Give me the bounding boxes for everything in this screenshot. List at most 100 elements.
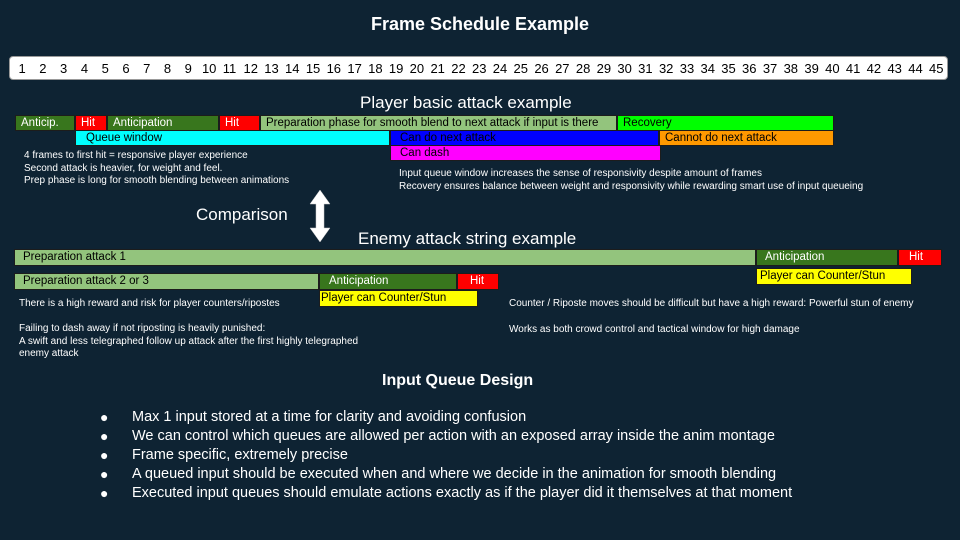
frame-number: 24: [492, 61, 508, 76]
frame-number: 29: [596, 61, 612, 76]
player-heading: Player basic attack example: [360, 93, 572, 112]
queue-bullet-list: ● Max 1 input stored at a time for clarit…: [100, 408, 792, 503]
list-item: ● Frame specific, extremely precise: [100, 446, 792, 465]
frame-number: 22: [451, 61, 466, 76]
frame-number: 6: [122, 61, 130, 76]
double-arrow-icon: [309, 189, 331, 243]
frame-number: 42: [866, 61, 882, 76]
bullet-icon: ●: [100, 409, 109, 425]
enemy-note-line: Failing to dash away if not riposting is…: [19, 323, 266, 334]
frame-number: 5: [101, 61, 109, 76]
list-item: ● Executed input queues should emulate ac…: [100, 484, 792, 503]
frame-number: 31: [638, 61, 653, 76]
player-hit-bar-2: Hit: [219, 115, 260, 131]
frame-number: 2: [39, 61, 47, 76]
frame-number: 8: [163, 61, 172, 76]
list-item: ● We can control which queues are allowed…: [100, 427, 792, 446]
frame-number: 23: [472, 61, 487, 76]
frame-number: 36: [742, 61, 757, 76]
queue-heading: Input Queue Design: [382, 372, 534, 389]
bullet-text: Executed input queues should emulate act…: [132, 485, 793, 501]
player-anticip-bar: Anticip.: [15, 115, 75, 131]
enemy-heading: Enemy attack string example: [358, 229, 577, 248]
enemy-note-line: A swift and less telegraphed follow up a…: [19, 335, 359, 347]
frame-number: 18: [368, 61, 383, 76]
bullet-text: We can control which queues are allowed …: [132, 428, 775, 444]
frame-number: 33: [679, 61, 695, 76]
bullet-icon: ●: [100, 485, 109, 501]
frame-number: 16: [326, 61, 342, 76]
frame-number: 13: [264, 61, 279, 76]
frame-number: 45: [929, 61, 944, 76]
enemy-anticipation-bar-1: Anticipation: [756, 249, 898, 266]
player-recovery-bar: Recovery: [617, 115, 834, 131]
player-queue-window-bar: Queue window: [75, 130, 390, 146]
enemy-note-riposte: Counter / Riposte moves should be diffic…: [509, 298, 914, 309]
bullet-text: Frame specific, extremely precise: [132, 447, 348, 463]
player-note-line: Input queue window increases the sense o…: [399, 168, 762, 179]
frame-number: 27: [555, 61, 570, 76]
list-item: ● Max 1 input stored at a time for clarit…: [100, 408, 792, 427]
frame-number: 30: [617, 61, 632, 76]
enemy-counter-window-1: Player can Counter/Stun: [756, 268, 912, 285]
player-cannot-next-attack-bar: Cannot do next attack: [659, 130, 834, 146]
bullet-icon: ●: [100, 447, 109, 463]
player-notes-left: 4 frames to first hit = responsive playe…: [24, 150, 289, 188]
frame-number: 12: [243, 61, 258, 76]
frame-number: 11: [222, 61, 237, 76]
player-note-line: Prep phase is long for smooth blending b…: [24, 175, 290, 186]
player-preparation-bar: Preparation phase for smooth blend to ne…: [260, 115, 617, 131]
frame-number: 44: [908, 61, 923, 76]
player-notes-right: Input queue window increases the sense o…: [399, 168, 863, 193]
frame-number: 26: [534, 61, 549, 76]
page-title: Frame Schedule Example: [370, 14, 590, 34]
player-note-line: 4 frames to first hit = responsive playe…: [24, 150, 248, 161]
frame-number: 9: [184, 61, 192, 76]
frame-number: 21: [430, 61, 445, 76]
frame-number: 34: [700, 61, 715, 76]
frame-number: 43: [887, 61, 902, 76]
bullet-text: Max 1 input stored at a time for clarity…: [132, 409, 527, 425]
frame-number: 7: [143, 61, 151, 76]
frame-number: 4: [80, 61, 89, 76]
list-item: ● A queued input should be executed when …: [100, 465, 792, 484]
frame-number: 40: [825, 61, 840, 76]
enemy-note-reward: There is a high reward and risk for play…: [19, 298, 280, 309]
frame-number: 28: [575, 61, 591, 76]
frame-number: 37: [762, 61, 778, 76]
enemy-note-line: enemy attack: [19, 348, 79, 359]
frame-number: 20: [409, 61, 425, 76]
bullet-icon: ●: [100, 466, 109, 482]
bullet-text: A queued input should be executed when a…: [132, 466, 777, 482]
enemy-hit-bar-1: Hit: [898, 249, 942, 266]
frame-number: 15: [305, 61, 321, 76]
frame-number: 10: [201, 61, 217, 76]
frame-number: 1: [18, 61, 26, 76]
enemy-note-crowd-control: Works as both crowd control and tactical…: [509, 324, 800, 335]
enemy-prep-attack-1-bar: Preparation attack 1: [14, 249, 756, 266]
frame-number: 3: [60, 61, 68, 76]
frame-number: 17: [347, 61, 362, 76]
player-note-line: Recovery ensures balance between weight …: [399, 180, 864, 192]
frame-number: 39: [804, 61, 819, 76]
frame-number: 14: [285, 61, 300, 76]
player-can-dash-bar: Can dash: [390, 145, 661, 161]
player-can-next-attack-bar: Can do next attack: [390, 130, 659, 146]
player-note-line: Second attack is heavier, for weight and…: [24, 162, 223, 174]
enemy-counter-window-2: Player can Counter/Stun: [319, 290, 478, 307]
enemy-note-dash: Failing to dash away if not riposting is…: [19, 323, 358, 361]
enemy-hit-bar-2: Hit: [457, 273, 499, 290]
enemy-prep-attack-2-bar: Preparation attack 2 or 3: [14, 273, 319, 290]
bullet-icon: ●: [100, 428, 109, 444]
frame-number: 38: [783, 61, 799, 76]
frame-number: 19: [388, 61, 404, 76]
player-anticipation-bar: Anticipation: [107, 115, 219, 131]
frame-number: 25: [513, 61, 528, 76]
player-hit-bar-1: Hit: [75, 115, 107, 131]
frame-number: 32: [658, 61, 674, 76]
frame-number: 35: [721, 61, 736, 76]
enemy-anticipation-bar-2: Anticipation: [319, 273, 457, 290]
frame-number: 41: [845, 61, 861, 76]
comparison-label: Comparison: [196, 205, 288, 224]
